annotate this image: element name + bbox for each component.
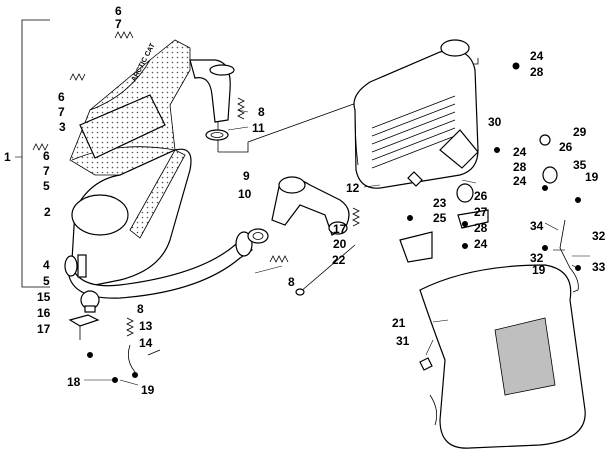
callout-label: 24 [474,237,488,251]
assembly-bracket [15,19,50,288]
callout-label: 27 [474,205,488,219]
callout-label: 22 [332,253,346,267]
callout-label: 29 [573,125,587,139]
callout-label: 9 [243,169,250,183]
callout-label: 19 [532,263,546,277]
callout-label: 7 [115,17,122,31]
callout-label: 7 [43,164,50,178]
callout-label: 5 [43,274,50,288]
callout-label: 6 [115,4,122,18]
callout-label: 10 [238,187,252,201]
callout-label: 19 [141,383,155,397]
callout-label: 30 [488,115,502,129]
callout-label: 17 [333,222,347,236]
callout-label: 16 [37,306,51,320]
callout-label: 23 [433,196,447,210]
callout-label: 8 [288,275,295,289]
callout-label: 19 [585,170,599,184]
callout-label: 32 [530,251,544,265]
callout-label: 8 [137,302,144,316]
callout-label: 15 [37,290,51,304]
callout-label: 2 [44,205,51,219]
exhaust-manifold [247,176,350,244]
callout-label: 1 [4,150,11,164]
exhaust-seal [247,228,269,244]
callout-label: 28 [513,160,527,174]
muffler-assembly: ARCTIC CAT [64,39,253,299]
hardware [68,62,581,383]
callout-label: 26 [474,189,488,203]
callout-label: 17 [37,322,51,336]
callout-label: 6 [58,90,65,104]
inlet-pipe [189,59,235,141]
callout-label: 7 [58,105,65,119]
callout-label: 8 [258,105,265,119]
callout-labels: 1 2 3 4 5 5 6 6 6 7 7 7 8 8 8 9 10 11 12… [4,4,606,397]
callout-label: 28 [474,221,488,235]
inlet-gasket [205,129,229,141]
callout-label: 12 [346,181,360,195]
callout-label: 24 [513,145,527,159]
callout-label: 31 [396,334,410,348]
callout-label: 14 [139,336,153,350]
callout-label: 32 [592,229,606,243]
callout-label: 25 [433,211,447,225]
callout-label: 18 [67,375,81,389]
callout-label: 24 [513,174,527,188]
callout-label: 5 [43,179,50,193]
callout-label: 21 [392,316,406,330]
callout-label: 11 [252,121,265,135]
callout-label: 20 [333,237,347,251]
callout-label: 3 [59,120,66,134]
callout-label: 35 [573,158,587,172]
callout-label: 28 [530,65,544,79]
callout-label: 34 [530,219,544,233]
callout-label: 4 [43,258,50,272]
callout-label: 33 [592,260,606,274]
callout-label: 24 [530,49,544,63]
springs [32,31,360,337]
leader-lines [84,109,590,386]
callout-label: 6 [43,149,50,163]
callout-label: 26 [559,140,573,154]
heat-shield [419,264,586,449]
callout-label: 13 [139,319,153,333]
silencer-box [353,39,479,189]
